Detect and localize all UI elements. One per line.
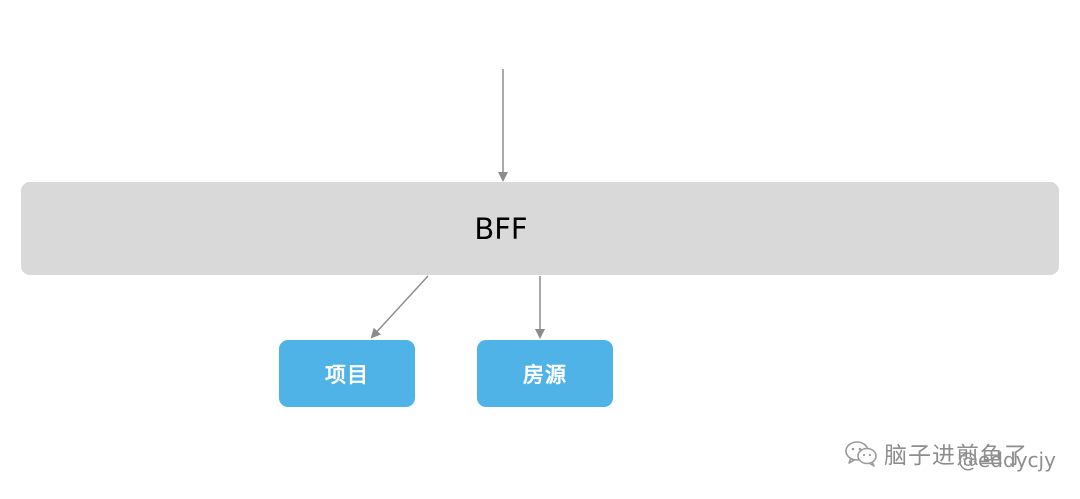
arrow-to-project <box>370 275 429 339</box>
service-box-house: 房源 <box>477 340 613 407</box>
watermark: 脑子进煎鱼了 <box>844 436 1028 470</box>
bff-label: BFF <box>474 212 528 246</box>
service-label-project: 项目 <box>325 362 369 387</box>
wechat-icon <box>845 441 877 467</box>
watermark-channel-name: 脑子进煎鱼了 <box>884 443 1028 469</box>
bff-layer <box>21 182 1059 275</box>
service-box-project: 项目 <box>279 340 415 407</box>
service-label-house: 房源 <box>523 362 567 387</box>
watermark-handle: @eddycjy <box>958 448 1056 472</box>
